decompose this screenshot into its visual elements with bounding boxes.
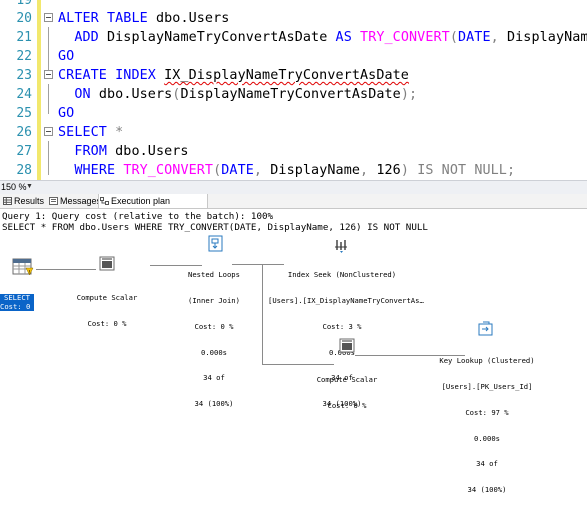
line-number: 26 <box>16 125 32 140</box>
nested-loops-operator[interactable]: Nested Loops (Inner Join) Cost: 0 % 0.00… <box>168 254 260 426</box>
operator-rows: 34 of <box>331 373 353 383</box>
zoom-level[interactable]: 150 % <box>1 182 27 192</box>
fold-guide <box>48 27 49 71</box>
query-text: SELECT * FROM dbo.Users WHERE TRY_CONVER… <box>2 222 428 233</box>
compute-scalar-operator[interactable]: Compute Scalar Cost: 0 % <box>72 277 142 346</box>
plan-connector <box>262 364 334 365</box>
line-number: 27 <box>16 144 32 159</box>
line-number: 22 <box>16 49 32 64</box>
plan-connector <box>150 265 202 266</box>
operator-object: [Users].[PK_Users_Id] <box>441 381 533 391</box>
operator-rows: 34 of <box>203 373 225 383</box>
code-text: WHERE TRY_CONVERT(DATE, DisplayName, 126… <box>74 163 516 178</box>
code-line: 23 CREATE INDEX IX_DisplayNameTryConvert… <box>0 66 587 85</box>
operator-name: Index Seek (NonClustered) <box>287 270 397 280</box>
operator-subtitle: (Inner Join) <box>188 295 240 305</box>
code-text: GO <box>58 106 75 121</box>
operator-cost: Cost: 3 % <box>322 321 362 331</box>
tab-results[interactable]: Results <box>2 194 44 208</box>
plan-connector <box>36 269 96 270</box>
operator-name: Key Lookup (Clustered) <box>439 356 535 366</box>
operator-rows: 34 of <box>476 459 498 469</box>
line-number: 24 <box>16 87 32 102</box>
tab-label: Results <box>14 196 45 206</box>
plan-connector <box>355 355 465 356</box>
plan-connector <box>232 264 284 265</box>
collapse-icon[interactable] <box>44 127 53 136</box>
code-line: 27 FROM dbo.Users <box>0 142 587 161</box>
line-number: 19 <box>16 0 32 8</box>
code-line: 21 ADD DisplayNameTryConvertAsDate AS TR… <box>0 28 587 47</box>
svg-text:!: ! <box>28 270 30 276</box>
operator-estimate: 34 (100%) <box>194 399 234 409</box>
compute-scalar-operator[interactable]: Compute Scalar Cost: 0 % <box>312 359 382 428</box>
tab-execution-plan[interactable]: Execution plan <box>98 194 208 208</box>
grid-icon <box>3 197 12 205</box>
code-editor[interactable]: 19 20 ALTER TABLE dbo.Users 21 ADD Displ… <box>0 0 587 180</box>
query-cost-header: Query 1: Query cost (relative to the bat… <box>2 211 274 222</box>
operator-cost: Cost: 0 % <box>0 301 39 312</box>
operator-cost: Cost: 97 % <box>465 407 509 417</box>
operator-estimate: 34 (100%) <box>467 485 507 495</box>
select-operator-icon: ! <box>12 258 34 276</box>
operator-name: Nested Loops <box>188 270 240 280</box>
change-tracking-bar <box>37 0 41 180</box>
fold-guide <box>48 141 49 175</box>
compute-scalar-icon <box>339 338 355 353</box>
code-text: SELECT * <box>58 125 124 140</box>
code-line: 22 GO <box>0 47 587 66</box>
key-lookup-icon <box>478 321 493 336</box>
collapse-icon[interactable] <box>44 13 53 22</box>
operator-cost: Cost: 0 % <box>194 321 234 331</box>
code-text: FROM dbo.Users <box>74 144 189 159</box>
zoom-bar: 150 % ▼ <box>0 180 587 194</box>
code-line: 24 ON dbo.Users(DisplayNameTryConvertAsD… <box>0 85 587 104</box>
code-line: 20 ALTER TABLE dbo.Users <box>0 9 587 28</box>
tab-label: Execution plan <box>111 196 171 206</box>
chevron-down-icon[interactable]: ▼ <box>26 183 33 190</box>
code-text: ADD DisplayNameTryConvertAsDate AS TRY_C… <box>74 30 587 45</box>
code-line: 19 <box>0 0 587 10</box>
results-tab-strip: Results Messages Execution plan <box>0 194 587 209</box>
line-number: 20 <box>16 11 32 26</box>
code-text: GO <box>58 49 75 64</box>
fold-guide <box>48 84 49 114</box>
compute-scalar-icon <box>99 256 115 271</box>
execution-plan-icon <box>100 197 109 205</box>
operator-cost: Cost: 0 % <box>87 318 127 328</box>
operator-object: [Users].[IX_DisplayNameTryConvertAs… <box>268 295 424 305</box>
collapse-icon[interactable] <box>44 70 53 79</box>
tab-messages[interactable]: Messages <box>48 194 101 208</box>
nested-loops-icon <box>208 235 223 252</box>
operator-name: SELECT <box>0 294 34 303</box>
line-number: 25 <box>16 106 32 121</box>
code-text: ON dbo.Users(DisplayNameTryConvertAsDate… <box>74 87 418 102</box>
operator-cost: Cost: 0 % <box>327 400 367 410</box>
line-number: 28 <box>16 163 32 178</box>
line-number: 23 <box>16 68 32 83</box>
code-line: 28 WHERE TRY_CONVERT(DATE, DisplayName, … <box>0 161 587 180</box>
code-line: 26 SELECT * <box>0 123 587 142</box>
operator-time: 0.000s <box>201 347 227 357</box>
code-text: CREATE INDEX IX_DisplayNameTryConvertAsD… <box>58 68 409 83</box>
key-lookup-operator[interactable]: Key Lookup (Clustered) [Users].[PK_Users… <box>420 340 554 512</box>
code-line: 25 GO <box>0 104 587 123</box>
tab-label: Messages <box>60 196 102 206</box>
line-number: 21 <box>16 30 32 45</box>
line-number-gutter <box>0 0 36 180</box>
code-text: ALTER TABLE dbo.Users <box>58 11 230 26</box>
execution-plan-pane[interactable]: Query 1: Query cost (relative to the bat… <box>0 209 587 494</box>
messages-icon <box>49 197 58 205</box>
operator-name: Compute Scalar <box>316 375 378 385</box>
operator-time: 0.000s <box>474 433 500 443</box>
operator-name: Compute Scalar <box>76 293 138 303</box>
plan-connector <box>262 264 263 364</box>
index-seek-icon <box>335 240 347 253</box>
